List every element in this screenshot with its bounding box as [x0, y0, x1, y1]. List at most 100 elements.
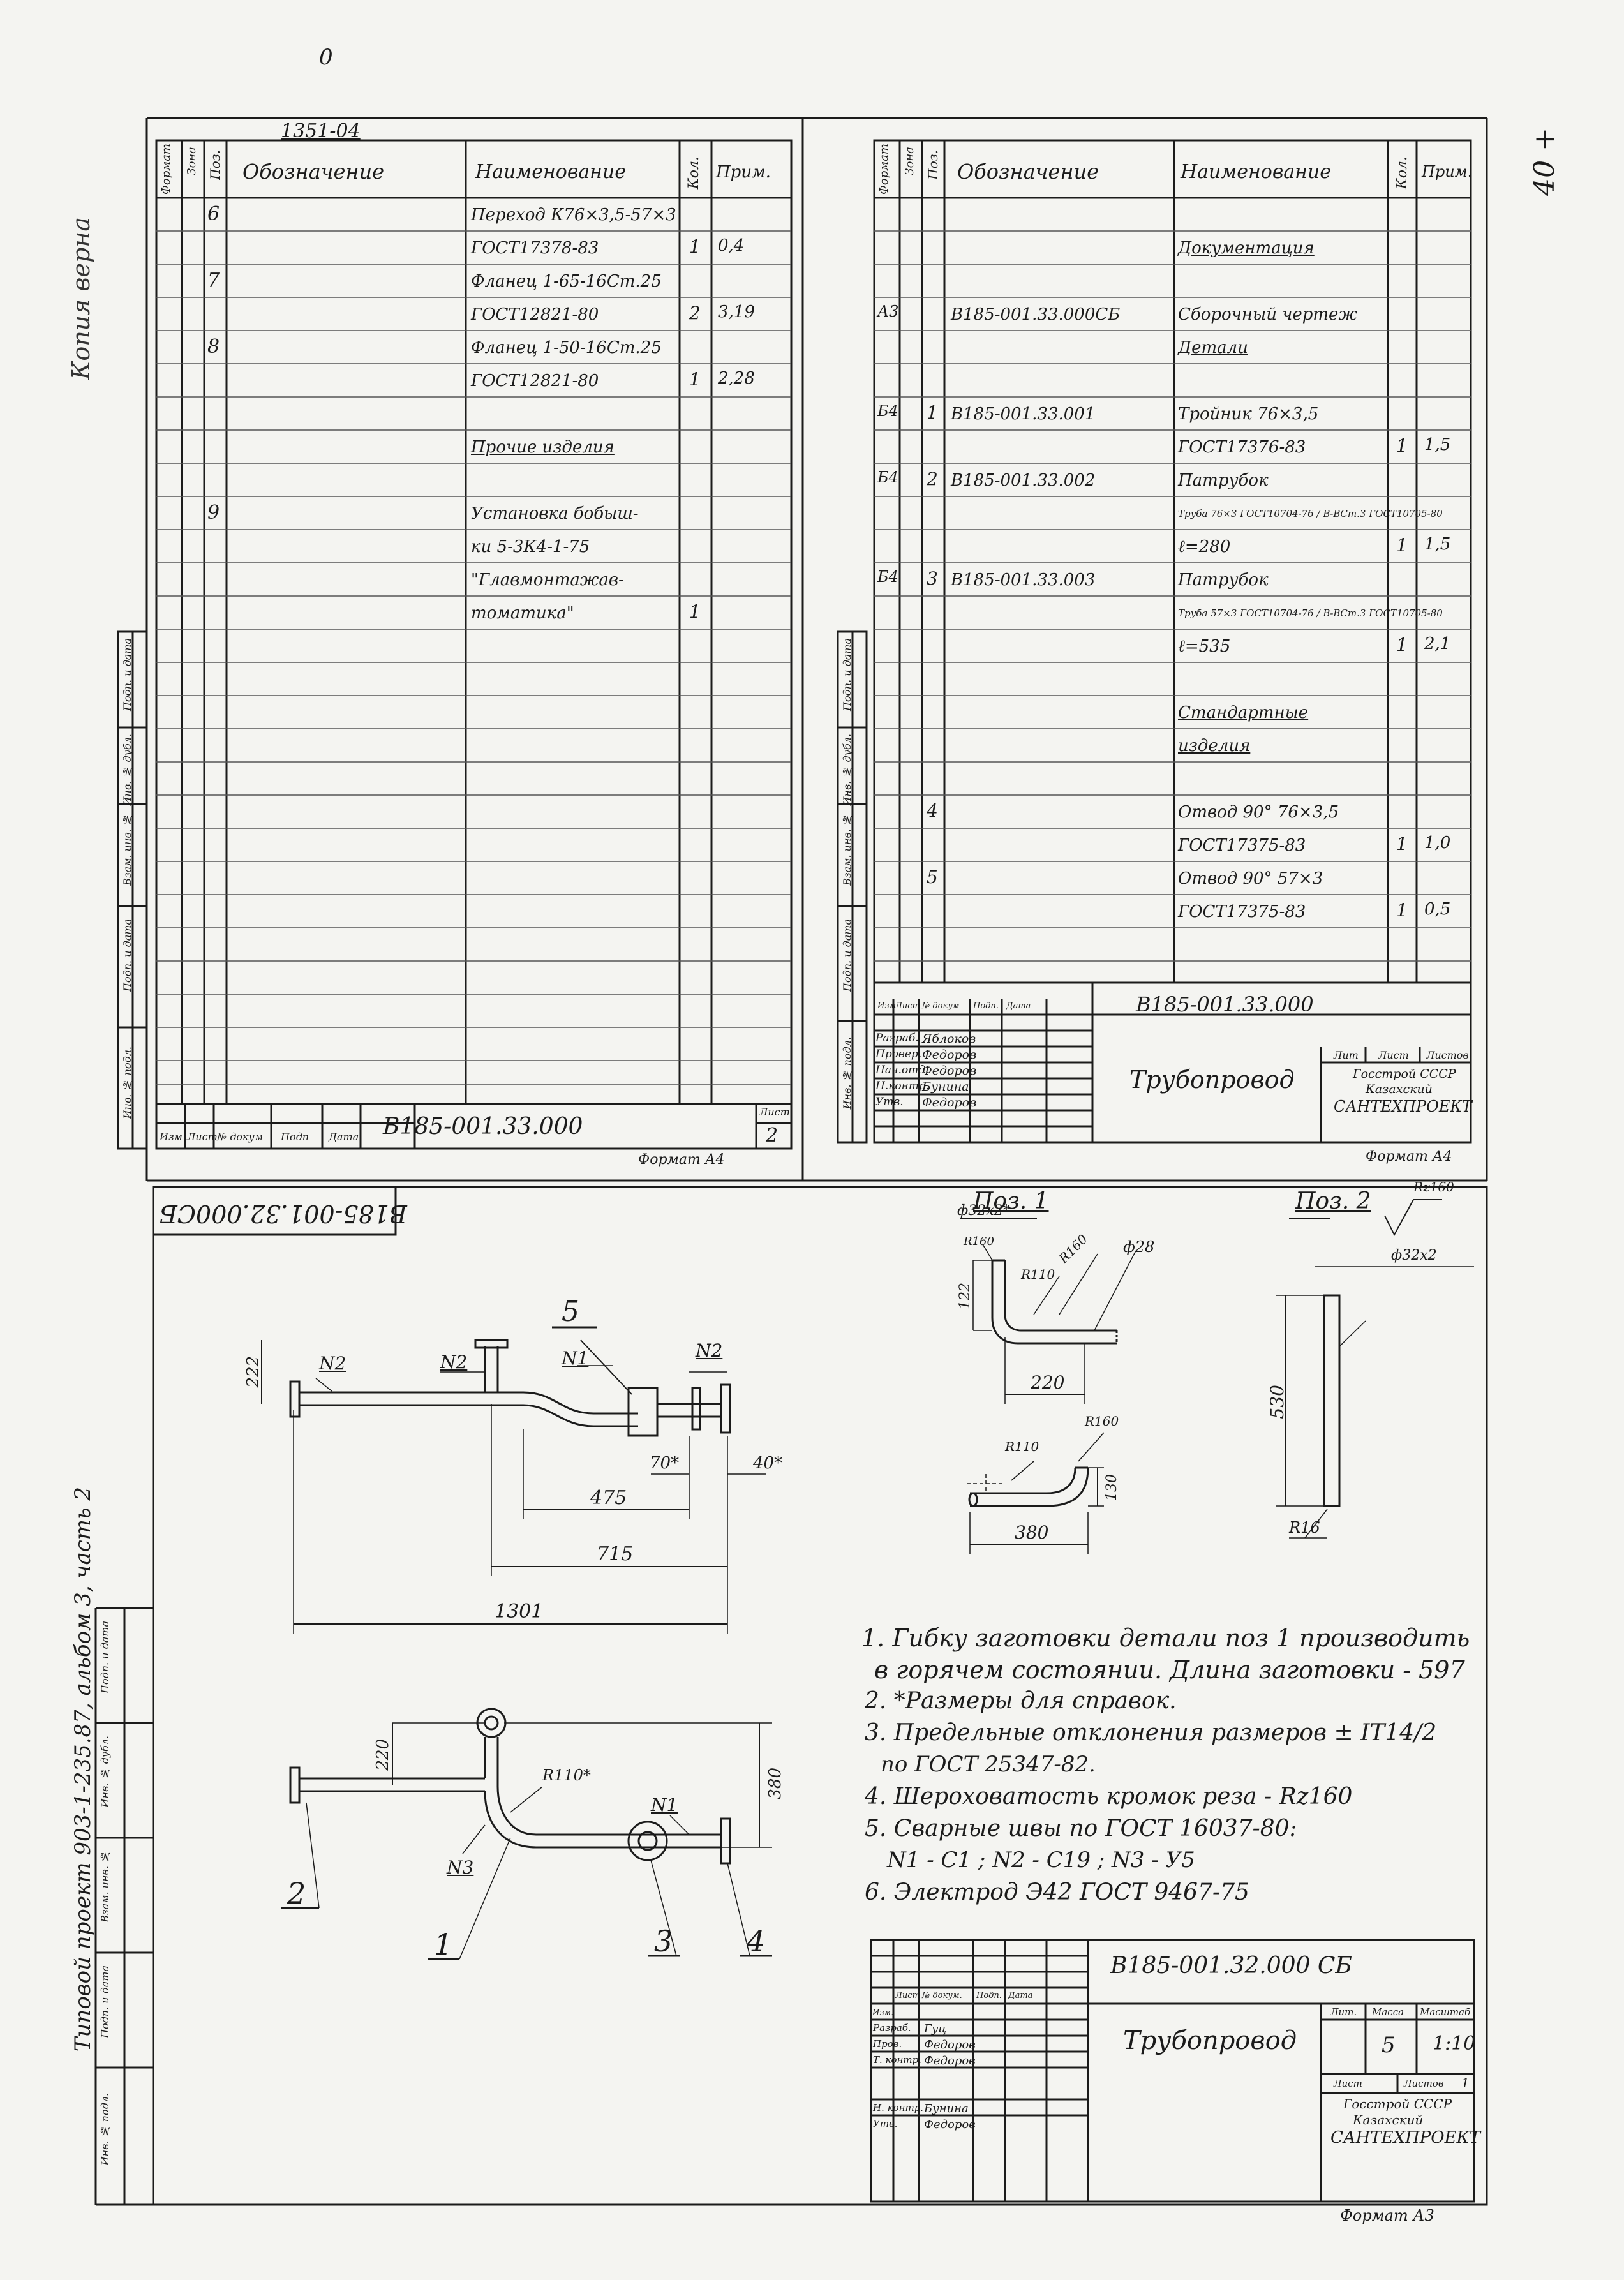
- dim-40: 40*: [753, 1454, 783, 1473]
- row-name: Сборочный чертеж: [1178, 305, 1357, 324]
- rotated-drawing-code: В185-001.32.000СБ: [160, 1200, 407, 1228]
- col-head-zone: Зона: [185, 147, 198, 175]
- tb-role: Разраб.: [873, 2022, 911, 2034]
- stamp-label: Инв. № подл.: [99, 2093, 111, 2166]
- right-tb-org3: САНТЕХПРОЕКТ: [1334, 1098, 1472, 1115]
- poz2-label: Поз. 2: [1295, 1188, 1371, 1214]
- row-name: Прочие изделия: [471, 438, 615, 457]
- right-tb-code: В185-001.33.000: [1136, 992, 1314, 1017]
- tb-code: В185-001.32.000 СБ: [1110, 1953, 1352, 1979]
- tb-sheets-value: 1: [1461, 2075, 1470, 2090]
- stamp-label: Взам. инв. №: [99, 1851, 111, 1923]
- dim-70: 70*: [650, 1454, 680, 1473]
- tb-format: Формат А3: [1340, 2207, 1434, 2224]
- top-ref-number: 1351-04: [281, 120, 361, 142]
- col-head-designation: Обозначение: [242, 160, 385, 184]
- left-footer-sheet: 2: [766, 1124, 778, 1147]
- row-pos: 7: [207, 269, 220, 292]
- right-tb-list: Лист: [895, 1001, 920, 1011]
- row-qty: 1: [1396, 634, 1408, 655]
- row-qty: 1: [689, 601, 701, 622]
- row-name: Детали: [1178, 338, 1248, 357]
- row-name: ГОСТ17376-83: [1178, 438, 1306, 457]
- row-name: Патрубок: [1178, 570, 1269, 590]
- row-name: ГОСТ12821-80: [471, 371, 599, 391]
- right-tb-name: Федоров: [922, 1048, 977, 1062]
- row-qty: 2: [689, 302, 701, 324]
- col-head-name: Наименование: [475, 161, 627, 183]
- row-name: Отвод 90° 57×3: [1178, 869, 1323, 888]
- col-head-format: Формат: [160, 144, 173, 195]
- poz1-d130: 130: [1104, 1474, 1120, 1501]
- poz1-r110: R110: [1021, 1267, 1055, 1282]
- left-footer-doc: № докум: [217, 1131, 264, 1143]
- row-pos: 5: [927, 867, 938, 888]
- note-line: 2. *Размеры для справок.: [865, 1688, 1177, 1714]
- tb-sheet: Лист: [1334, 2078, 1362, 2089]
- poz1-r110-lower: R110: [1005, 1439, 1039, 1454]
- row-note: 0,4: [718, 236, 745, 255]
- row-note: 1,5: [1424, 435, 1451, 454]
- row-pos: 1: [927, 402, 938, 423]
- note-line: 1. Гибку заготовки детали поз 1 производ…: [861, 1624, 1470, 1652]
- row-note: 3,19: [718, 302, 755, 322]
- left-footer-izm: Изм: [160, 1131, 183, 1143]
- stamp-label: Подп. и дата: [841, 638, 853, 711]
- tb-scale: Масштаб: [1420, 2006, 1471, 2018]
- right-tb-format: Формат А4: [1366, 1149, 1452, 1165]
- row-name: Установка бобыш-: [471, 504, 639, 523]
- poz1-d122: 122: [957, 1283, 973, 1309]
- row-qty: 1: [689, 369, 701, 390]
- stamp-label: Подп. и дата: [121, 638, 133, 711]
- tb-org2: Казахский: [1353, 2112, 1424, 2127]
- poz2-r16: R16: [1289, 1519, 1320, 1537]
- row-pos: 2: [927, 468, 938, 489]
- tb-list: Лист: [895, 1991, 920, 2001]
- row-name: томатика": [471, 604, 574, 623]
- note-line: 6. Электрод Э42 ГОСТ 9467-75: [865, 1879, 1249, 1905]
- poz1-d28: ф28: [1123, 1238, 1155, 1256]
- tb-izm: Изм.: [872, 2008, 894, 2018]
- row-pos: 6: [207, 203, 220, 225]
- right-tb-title: Трубопровод: [1129, 1066, 1295, 1094]
- corner-page-mark: 40 +: [1528, 128, 1561, 196]
- tb-name: Гуц: [924, 2022, 946, 2036]
- tb-org1: Госстрой СССР: [1343, 2096, 1452, 2112]
- row-qty: 1: [689, 236, 701, 257]
- top-zero-mark: 0: [319, 45, 333, 70]
- right-tb-sign: Подп.: [973, 1001, 999, 1011]
- balloon-4: 4: [747, 1924, 766, 1958]
- dim-220: 220: [373, 1739, 392, 1771]
- right-tb-name: Федоров: [922, 1096, 977, 1110]
- row-qty: 1: [1396, 833, 1408, 854]
- dim-r110: R110*: [542, 1766, 591, 1784]
- tb-org3: САНТЕХПРОЕКТ: [1330, 2128, 1481, 2147]
- poz1-r160a: R160: [964, 1235, 994, 1248]
- poz2-pipe-size: ф32х2: [1391, 1248, 1437, 1263]
- row-name: Фланец 1-65-16Ст.25: [471, 272, 662, 291]
- note-line: 3. Предельные отклонения размеров ± IT14…: [865, 1720, 1437, 1746]
- row-name: ки 5-3К4-1-75: [471, 537, 590, 556]
- col-head-zone: Зона: [903, 147, 916, 175]
- col-head-name: Наименование: [1181, 161, 1332, 183]
- poz1-d220: 220: [1031, 1372, 1065, 1393]
- note-line: 5. Сварные швы по ГОСТ 16037-80:: [865, 1815, 1297, 1842]
- right-tb-name: Федоров: [922, 1064, 977, 1078]
- right-tb-role: Разраб.: [875, 1032, 919, 1045]
- right-tb-org1: Госстрой СССР: [1353, 1067, 1456, 1081]
- row-designation: В185-001.33.001: [951, 405, 1096, 424]
- left-footer-sheet-label: Лист: [759, 1106, 790, 1118]
- tb-mass-value: 5: [1382, 2032, 1396, 2058]
- row-name: "Главмонтажав-: [471, 570, 624, 590]
- right-tb-date: Дата: [1006, 1001, 1031, 1011]
- row-note: 1,5: [1424, 535, 1451, 554]
- row-name: ℓ=280: [1178, 537, 1231, 556]
- row-format: А3: [877, 302, 899, 320]
- weld-label-n2-right: N2: [696, 1340, 723, 1361]
- row-pos: 8: [207, 336, 220, 358]
- stamp-label: Подп. и дата: [99, 1965, 111, 2038]
- left-footer-format: Формат А4: [638, 1152, 725, 1168]
- right-tb-doc: № докум: [922, 1001, 960, 1011]
- row-name: ГОСТ12821-80: [471, 305, 599, 324]
